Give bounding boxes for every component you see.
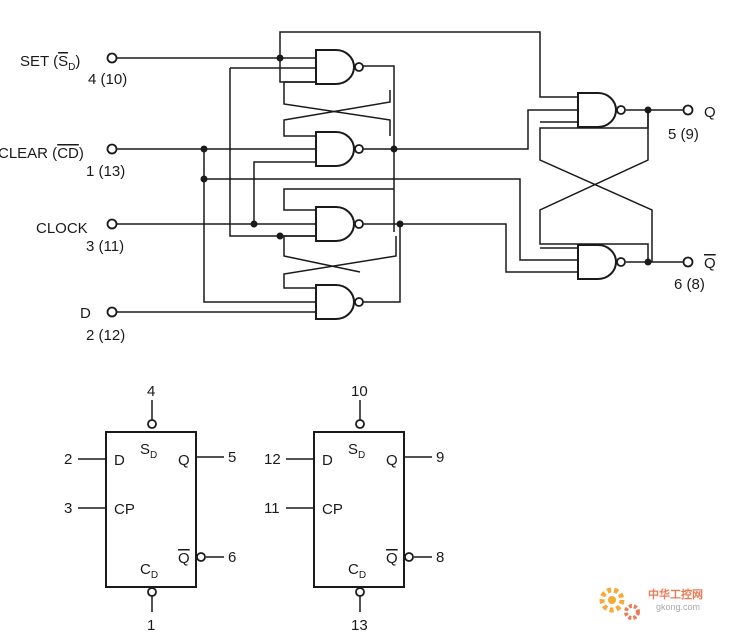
- set-terminal: [106, 52, 118, 64]
- left-q-label: Q: [178, 452, 190, 469]
- left-d-pin: 2: [64, 451, 72, 468]
- right-d-pin: 12: [264, 451, 281, 468]
- clear-pin-label: 1 (13): [86, 163, 125, 180]
- clock-pin-label: 3 (11): [86, 238, 124, 255]
- right-d-label: D: [322, 452, 333, 469]
- d-pin-label: 2 (12): [86, 327, 125, 344]
- terminals: [106, 52, 694, 318]
- right-top-pin: 10: [351, 383, 368, 400]
- q-output-label: Q: [704, 104, 716, 121]
- gear-icon: [599, 587, 625, 613]
- watermark-logo: 中华工控网 gkong.com: [599, 587, 703, 620]
- left-cd-label: CD: [140, 561, 158, 581]
- watermark-url: gkong.com: [656, 602, 700, 612]
- right-qbar-pin: 8: [436, 549, 444, 566]
- right-cp-pin: 11: [264, 500, 280, 517]
- q-terminal: [682, 104, 694, 116]
- nand-gate-4: [315, 284, 364, 320]
- qbar-terminal: [682, 256, 694, 268]
- left-q-pin: 5: [228, 449, 236, 466]
- right-sd-label: SD: [348, 441, 365, 461]
- watermark-cn: 中华工控网: [648, 587, 703, 601]
- q-pin-label: 5 (9): [668, 126, 699, 143]
- junctions: [200, 54, 652, 266]
- right-cd-label: CD: [348, 561, 366, 581]
- gear-icon-small: [624, 604, 640, 620]
- d-terminal: [106, 306, 118, 318]
- right-q-pin: 9: [436, 449, 444, 466]
- set-pin-label: 4 (10): [88, 71, 127, 88]
- left-cp-label: CP: [114, 501, 135, 518]
- left-qbar-pin: 6: [228, 549, 236, 566]
- flipflop-symbol-left: 4 1 2 3 5 6 D CP Q Q SD CD: [64, 383, 236, 634]
- clock-input-label: CLOCK: [36, 220, 88, 237]
- left-qbar-label: Q: [178, 550, 190, 567]
- left-top-pin: 4: [147, 383, 155, 400]
- nand-gate-2: [315, 131, 364, 167]
- left-d-label: D: [114, 452, 125, 469]
- left-cp-pin: 3: [64, 500, 72, 517]
- nand-gate-1: [315, 49, 364, 85]
- right-q-label: Q: [386, 452, 398, 469]
- right-bottom-pin: 13: [351, 617, 368, 634]
- clear-terminal: [106, 143, 118, 155]
- clock-terminal: [106, 218, 118, 230]
- nand-gate-5: [577, 92, 626, 128]
- d-input-label: D: [80, 305, 91, 322]
- nand-gate-3: [315, 206, 364, 242]
- nand-gate-6: [577, 244, 626, 280]
- flipflop-symbol-right: 10 13 12 11 9 8 D CP Q Q SD CD: [264, 383, 444, 634]
- right-qbar-label: Q: [386, 550, 398, 567]
- right-cp-label: CP: [322, 501, 343, 518]
- qbar-pin-label: 6 (8): [674, 276, 705, 293]
- qbar-output-label: Q: [704, 255, 716, 272]
- wires: [117, 31, 684, 303]
- left-sd-label: SD: [140, 441, 157, 461]
- left-bottom-pin: 1: [147, 617, 155, 634]
- clear-input-label: CLEAR (CD): [0, 145, 84, 162]
- set-input-label: SET (SD): [20, 53, 80, 73]
